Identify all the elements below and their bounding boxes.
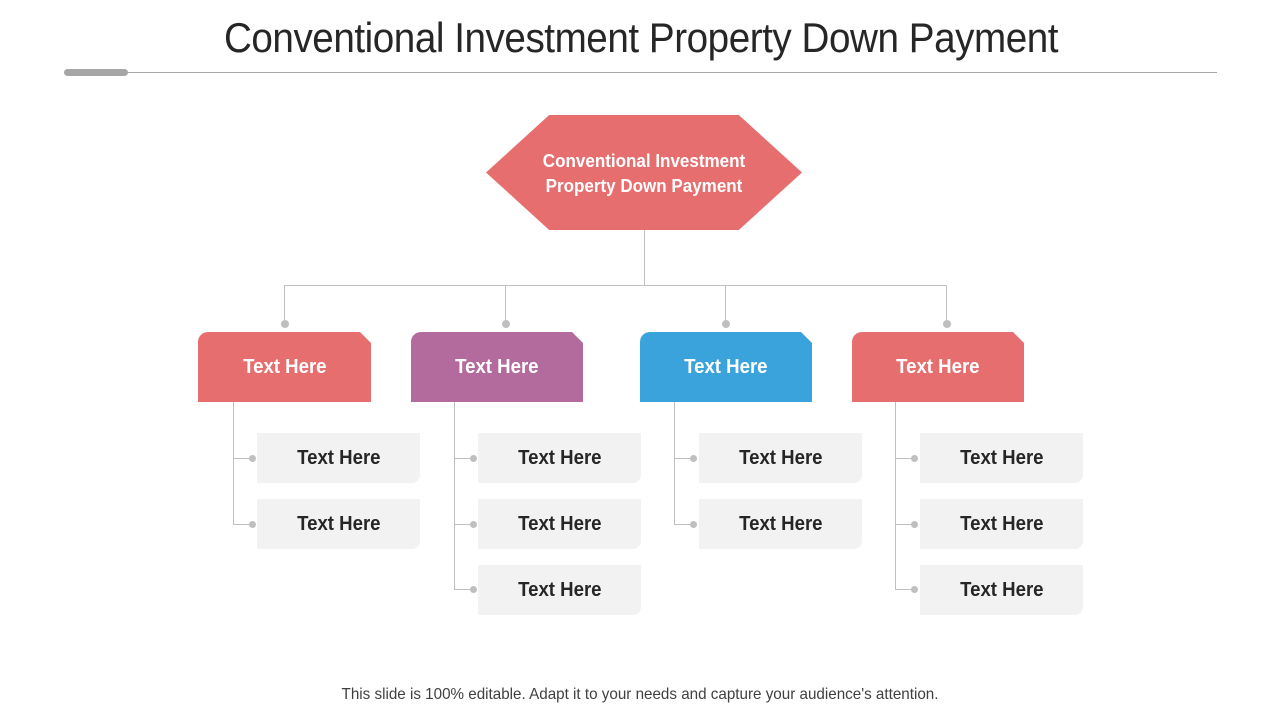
sub-item-connector <box>895 589 913 590</box>
title-accent-bar <box>64 69 128 76</box>
sub-item-connector <box>454 458 472 459</box>
category-1-drop-connector <box>284 285 285 323</box>
sub-item-dot <box>911 586 918 593</box>
sub-item-label: Text Here <box>959 512 1044 535</box>
category-2-vertical-connector <box>454 402 455 590</box>
category-1-vertical-connector <box>233 402 234 525</box>
sub-item-dot <box>249 455 256 462</box>
category-4-vertical-connector <box>895 402 896 590</box>
sub-item-connector <box>674 458 692 459</box>
category-3-vertical-connector <box>674 402 675 525</box>
slide-title: Conventional Investment Property Down Pa… <box>223 14 1059 61</box>
category-3-connector-dot <box>722 320 730 328</box>
footer-note: This slide is 100% editable. Adapt it to… <box>341 686 939 703</box>
sub-item-connector <box>454 589 472 590</box>
root-label: Conventional Investment Property Down Pa… <box>542 149 746 196</box>
category-box-1: Text Here <box>198 332 371 402</box>
sub-item-label: Text Here <box>959 578 1044 601</box>
sub-item-box: Text Here <box>699 433 862 483</box>
sub-item-box: Text Here <box>699 499 862 549</box>
sub-item-connector <box>233 458 251 459</box>
sub-item-box: Text Here <box>478 433 641 483</box>
sub-item-connector <box>233 524 251 525</box>
category-2-connector-dot <box>502 320 510 328</box>
title-divider <box>64 72 1217 73</box>
sub-item-dot <box>470 521 477 528</box>
sub-item-label: Text Here <box>738 512 823 535</box>
category-4-connector-dot <box>943 320 951 328</box>
sub-item-box: Text Here <box>478 499 641 549</box>
category-1-label: Text Here <box>242 355 327 378</box>
sub-item-box: Text Here <box>920 565 1083 615</box>
category-2-label: Text Here <box>455 355 539 378</box>
sub-item-dot <box>690 521 697 528</box>
category-4-label: Text Here <box>896 355 980 378</box>
category-4-drop-connector <box>946 285 947 323</box>
category-3-drop-connector <box>725 285 726 323</box>
sub-item-dot <box>690 455 697 462</box>
sub-item-dot <box>911 521 918 528</box>
sub-item-box: Text Here <box>920 433 1083 483</box>
sub-item-label: Text Here <box>296 446 381 469</box>
horizontal-connector <box>284 285 947 286</box>
category-1-connector-dot <box>281 320 289 328</box>
sub-item-connector <box>674 524 692 525</box>
category-3-label: Text Here <box>684 355 768 378</box>
category-box-4: Text Here <box>852 332 1024 402</box>
sub-item-dot <box>911 455 918 462</box>
sub-item-label: Text Here <box>517 512 602 535</box>
sub-item-dot <box>470 455 477 462</box>
category-2-drop-connector <box>505 285 506 323</box>
sub-item-connector <box>454 524 472 525</box>
sub-item-box: Text Here <box>257 433 420 483</box>
sub-item-dot <box>470 586 477 593</box>
sub-item-box: Text Here <box>478 565 641 615</box>
sub-item-box: Text Here <box>920 499 1083 549</box>
root-stem-connector <box>644 230 645 285</box>
category-box-3: Text Here <box>640 332 812 402</box>
category-box-2: Text Here <box>411 332 583 402</box>
sub-item-label: Text Here <box>959 446 1044 469</box>
sub-item-connector <box>895 524 913 525</box>
sub-item-label: Text Here <box>517 446 602 469</box>
sub-item-box: Text Here <box>257 499 420 549</box>
sub-item-label: Text Here <box>738 446 823 469</box>
sub-item-connector <box>895 458 913 459</box>
sub-item-label: Text Here <box>517 578 602 601</box>
sub-item-dot <box>249 521 256 528</box>
sub-item-label: Text Here <box>296 512 381 535</box>
root-hexagon: Conventional Investment Property Down Pa… <box>486 115 802 230</box>
